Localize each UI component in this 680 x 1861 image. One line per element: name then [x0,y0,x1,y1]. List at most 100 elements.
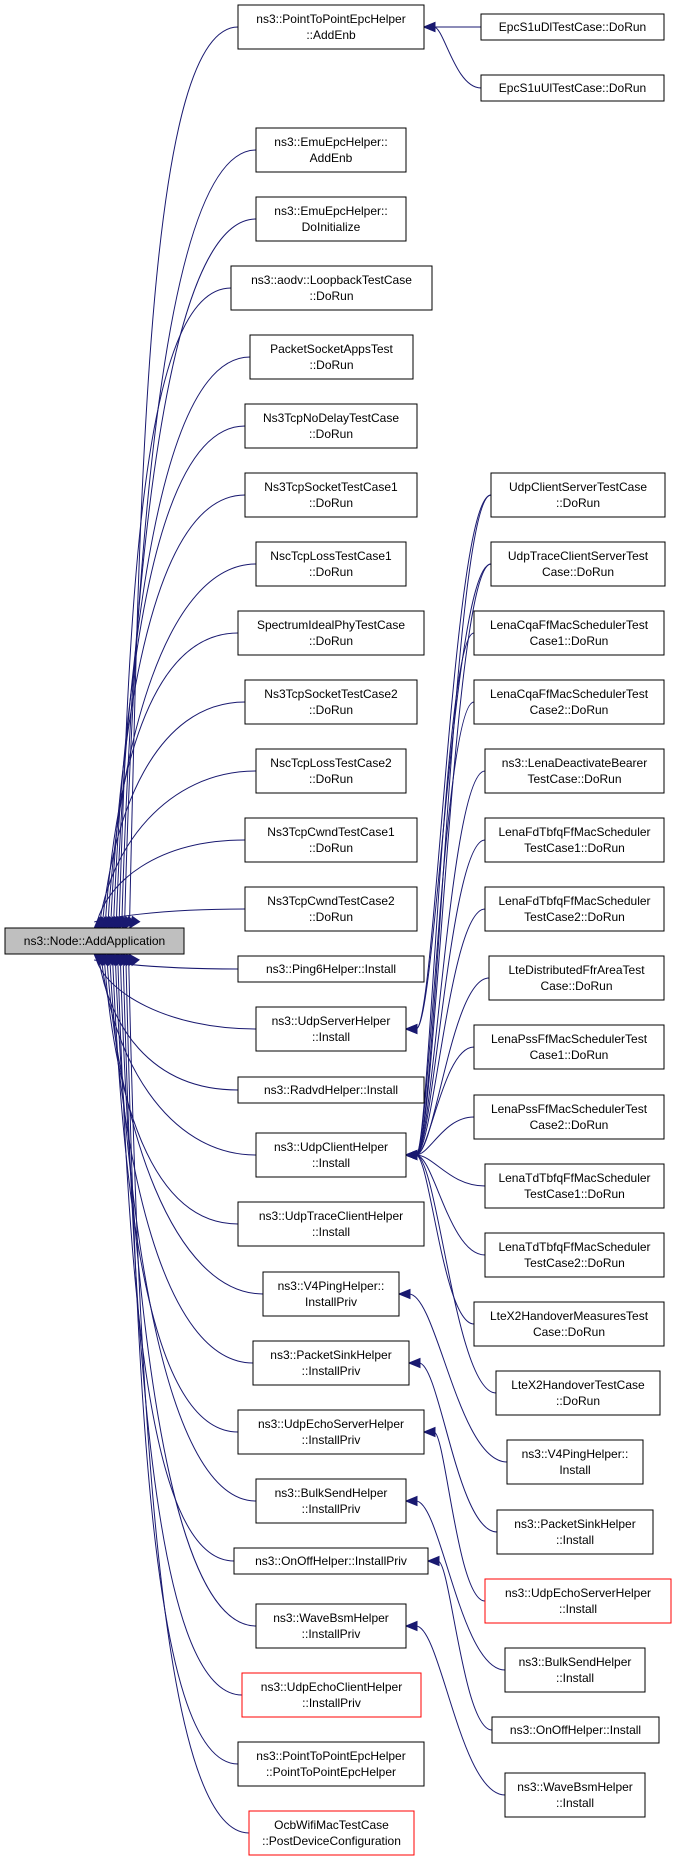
node-udpclient[interactable]: ns3::UdpClientHelper::Install [255,1132,407,1178]
node-label: Ns3TcpCwndTestCase2 [267,894,395,908]
node-ping6[interactable]: ns3::Ping6Helper::Install [237,955,425,983]
edge-pss2-to-udpclient [415,1116,475,1156]
node-spectrum[interactable]: SpectrumIdealPhyTestCase::DoRun [237,610,425,656]
node-label: ::Install [556,1533,594,1547]
node-box [255,1006,407,1052]
node-onoff[interactable]: ns3::OnOffHelper::InstallPriv [233,1547,429,1575]
node-label: LenaPssFfMacSchedulerTest [491,1032,648,1046]
edge-p2p_ctor-to-root [125,959,239,1765]
node-udpserver[interactable]: ns3::UdpServerHelper::Install [255,1006,407,1052]
node-udpechoclient[interactable]: ns3::UdpEchoClientHelper::InstallPriv [241,1672,422,1718]
node-epcdl[interactable]: EpcS1uDlTestCase::DoRun [480,13,665,41]
edge-cqa2-to-udpclient [415,701,475,1156]
edge-onoff-to-root [117,959,235,1562]
edge-x2ho-to-udpclient [415,1154,497,1394]
node-bulksend[interactable]: ns3::BulkSendHelper::InstallPriv [255,1478,407,1524]
root-node-add-application: ns3::Node::AddApplication [4,927,185,955]
node-label: ns3::PointToPointEpcHelper [256,12,405,26]
node-label: ns3::UdpServerHelper [272,1014,391,1028]
node-label: NscTcpLossTestCase2 [270,756,392,770]
node-nscloss2[interactable]: NscTcpLossTestCase2::DoRun [255,748,407,794]
node-socket2[interactable]: Ns3TcpSocketTestCase2::DoRun [244,679,418,725]
node-v4ping[interactable]: ns3::V4PingHelper::InstallPriv [262,1271,400,1317]
node-x2ho[interactable]: LteX2HandoverTestCase::DoRun [495,1370,661,1416]
node-box [484,886,665,932]
node-label: ::DoRun [556,496,600,510]
edge-socket2-to-root [102,701,246,923]
node-bsinstall[interactable]: ns3::BulkSendHelper::Install [504,1647,646,1693]
node-label: ns3::PacketSinkHelper [514,1517,635,1531]
node-p2p_ctor[interactable]: ns3::PointToPointEpcHelper::PointToPoint… [237,1741,425,1787]
node-packetsink[interactable]: ns3::PacketSinkHelper::InstallPriv [252,1340,410,1386]
node-v4install[interactable]: ns3::V4PingHelper::Install [506,1439,644,1485]
node-label: UdpClientServerTestCase [509,480,647,494]
node-p2p_addenb[interactable]: ns3::PointToPointEpcHelper::AddEnb [237,4,425,50]
node-box [480,13,665,41]
node-box [473,1024,665,1070]
edge-fdtbfq2-to-udpclient [415,908,486,1156]
node-uesinstall[interactable]: ns3::UdpEchoServerHelper::Install [484,1578,672,1624]
node-wavebsm[interactable]: ns3::WaveBsmHelper::InstallPriv [255,1603,407,1649]
node-emu_doinit[interactable]: ns3::EmuEpcHelper::DoInitialize [255,196,407,242]
node-label: LteDistributedFfrAreaTest [508,963,645,977]
node-udpechoserver[interactable]: ns3::UdpEchoServerHelper::InstallPriv [237,1409,425,1455]
node-cwnd2[interactable]: Ns3TcpCwndTestCase2::DoRun [244,886,418,932]
node-label: Ns3TcpSocketTestCase2 [264,687,398,701]
node-ooinstall[interactable]: ns3::OnOffHelper::Install [491,1716,660,1744]
arrowhead [426,1555,440,1567]
node-box [255,748,407,794]
node-emu_addenb[interactable]: ns3::EmuEpcHelper::AddEnb [255,127,407,173]
node-label: TestCase1::DoRun [524,841,625,855]
node-label: Ns3TcpNoDelayTestCase [263,411,399,425]
node-psinstall[interactable]: ns3::PacketSinkHelper::Install [496,1509,654,1555]
node-label: ::DoRun [309,841,353,855]
node-label: ns3::EmuEpcHelper:: [274,204,387,218]
node-epcul[interactable]: EpcS1uUlTestCase::DoRun [480,74,665,102]
node-label: ns3::V4PingHelper:: [522,1447,629,1461]
node-ocb[interactable]: OcbWifiMacTestCase::PostDeviceConfigurat… [248,1810,415,1856]
node-label: Case1::DoRun [530,634,609,648]
node-udpcs[interactable]: UdpClientServerTestCase::DoRun [490,472,666,518]
node-cwnd1[interactable]: Ns3TcpCwndTestCase1::DoRun [244,817,418,863]
node-socket1[interactable]: Ns3TcpSocketTestCase1::DoRun [244,472,418,518]
node-label: ns3::LenaDeactivateBearer [502,756,647,770]
node-label: LenaCqaFfMacSchedulerTest [490,687,649,701]
node-label: ns3::RadvdHelper::Install [264,1083,398,1097]
node-radvd[interactable]: ns3::RadvdHelper::Install [237,1076,425,1104]
edge-ooinstall-to-onoff [437,1560,493,1731]
node-nscloss1[interactable]: NscTcpLossTestCase1::DoRun [255,541,407,587]
node-label: ::DoRun [309,289,353,303]
node-label: ::DoRun [556,1394,600,1408]
edge-udpserver-to-root [96,959,257,1030]
node-label: Case::DoRun [533,1325,605,1339]
node-label: ::PostDeviceConfiguration [262,1834,401,1848]
node-wbinstall[interactable]: ns3::WaveBsmHelper::Install [504,1772,646,1818]
node-label: ::DoRun [309,358,353,372]
edge-emu_doinit-to-root [121,218,257,923]
node-box [248,1810,415,1856]
edge-wbinstall-to-wavebsm [415,1625,506,1796]
arrowhead [422,1426,436,1438]
edge-udpcs-to-udpserver [415,494,492,1030]
node-box [262,1271,400,1317]
node-box [244,886,418,932]
node-label: PacketSocketAppsTest [270,342,393,356]
arrowhead [404,1149,418,1161]
node-aodv_loopback[interactable]: ns3::aodv::LoopbackTestCase::DoRun [230,265,433,311]
node-packetsocket[interactable]: PacketSocketAppsTest::DoRun [249,334,414,380]
node-label: Ns3TcpSocketTestCase1 [264,480,398,494]
node-udptrace[interactable]: ns3::UdpTraceClientHelper::Install [237,1201,425,1247]
node-nodelay[interactable]: Ns3TcpNoDelayTestCase::DoRun [244,403,418,449]
